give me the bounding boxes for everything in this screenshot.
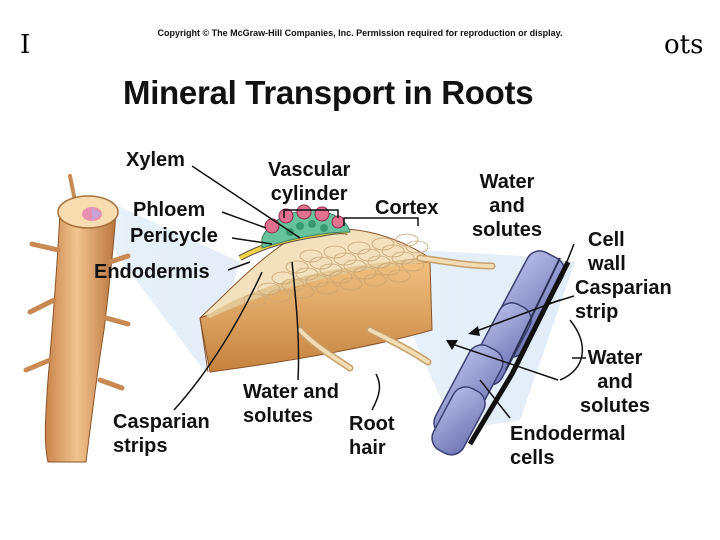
cortex-cell xyxy=(405,240,429,254)
label-water-and-solutes-top: Water and solutes xyxy=(472,171,543,241)
label-pericycle: Pericycle xyxy=(130,225,218,247)
underlying-title-left-fragment: I xyxy=(20,30,31,60)
water-flow-arrows xyxy=(451,299,584,381)
label-cell-wall: Cell wall xyxy=(588,229,626,275)
cortex-cell xyxy=(357,248,381,262)
cortex-cell xyxy=(315,281,339,295)
cortex-cell xyxy=(381,244,405,258)
cortex-cell xyxy=(377,262,401,276)
cortex-cell xyxy=(343,259,367,273)
cortex-cell xyxy=(367,255,391,269)
endodermal-cells-leader xyxy=(479,379,511,419)
cortex-cell xyxy=(291,285,315,299)
pericycle-leader xyxy=(231,237,273,245)
cortex-cell xyxy=(319,263,343,277)
cortex-cell xyxy=(353,266,377,280)
label-water-and-solutes-right: Water and solutes xyxy=(580,347,651,417)
water-solutes-bottom-leader xyxy=(291,261,300,381)
cortex-cell xyxy=(243,293,267,307)
cortex-cell xyxy=(391,251,415,265)
cortex-cell xyxy=(371,237,395,251)
cortex-cell xyxy=(347,241,371,255)
cortex-cell xyxy=(387,269,411,283)
label-vascular-cylinder: Vascular cylinder xyxy=(268,159,351,205)
label-root-hair: Root hair xyxy=(349,413,395,459)
label-water-and-solutes-bottom: Water and solutes xyxy=(243,381,339,427)
root-hair-leader xyxy=(371,373,381,411)
endodermal-cells-detail xyxy=(431,250,571,456)
cortex-bracket xyxy=(343,217,419,226)
cell-wall-leader xyxy=(565,243,575,265)
cortex-cell xyxy=(363,273,387,287)
page-title: Mineral Transport in Roots xyxy=(123,74,534,111)
cortex-cell xyxy=(333,252,357,266)
cortex-cell xyxy=(323,245,347,259)
label-xylem: Xylem xyxy=(126,149,185,171)
underlying-title-right-fragment: ots xyxy=(664,30,704,60)
cortex-cell xyxy=(295,267,319,281)
label-cortex: Cortex xyxy=(375,197,439,219)
vascular-cylinder-bracket xyxy=(283,209,339,218)
cortex-cell xyxy=(285,260,309,274)
cortex-cell xyxy=(309,256,333,270)
arrowheads xyxy=(446,326,480,350)
copyright-notice: Copyright © The McGraw-Hill Companies, I… xyxy=(157,28,563,38)
cortex-cell xyxy=(395,233,419,247)
whole-root xyxy=(23,174,131,463)
xylem-leader xyxy=(191,165,301,239)
cortex-cell xyxy=(299,249,323,263)
cortex-cell xyxy=(257,282,281,296)
label-casparian-strips: Casparian strips xyxy=(113,411,210,457)
label-endodermis: Endodermis xyxy=(94,261,210,283)
cortex-cell xyxy=(329,270,353,284)
endodermis-leader xyxy=(227,261,251,271)
casparian-strips-leader xyxy=(173,271,263,411)
cortex-cell xyxy=(401,258,425,272)
cortex-cell xyxy=(339,277,363,291)
label-phloem: Phloem xyxy=(133,199,206,221)
phloem-leader xyxy=(221,211,267,229)
label-casparian-strip: Casparian strip xyxy=(575,277,672,323)
cortex-cell xyxy=(267,289,291,303)
leader-lines xyxy=(173,165,586,419)
label-endodermal-cells: Endodermal cells xyxy=(510,423,626,469)
cross-section-slice xyxy=(199,204,496,373)
cortex-cell xyxy=(305,274,329,288)
